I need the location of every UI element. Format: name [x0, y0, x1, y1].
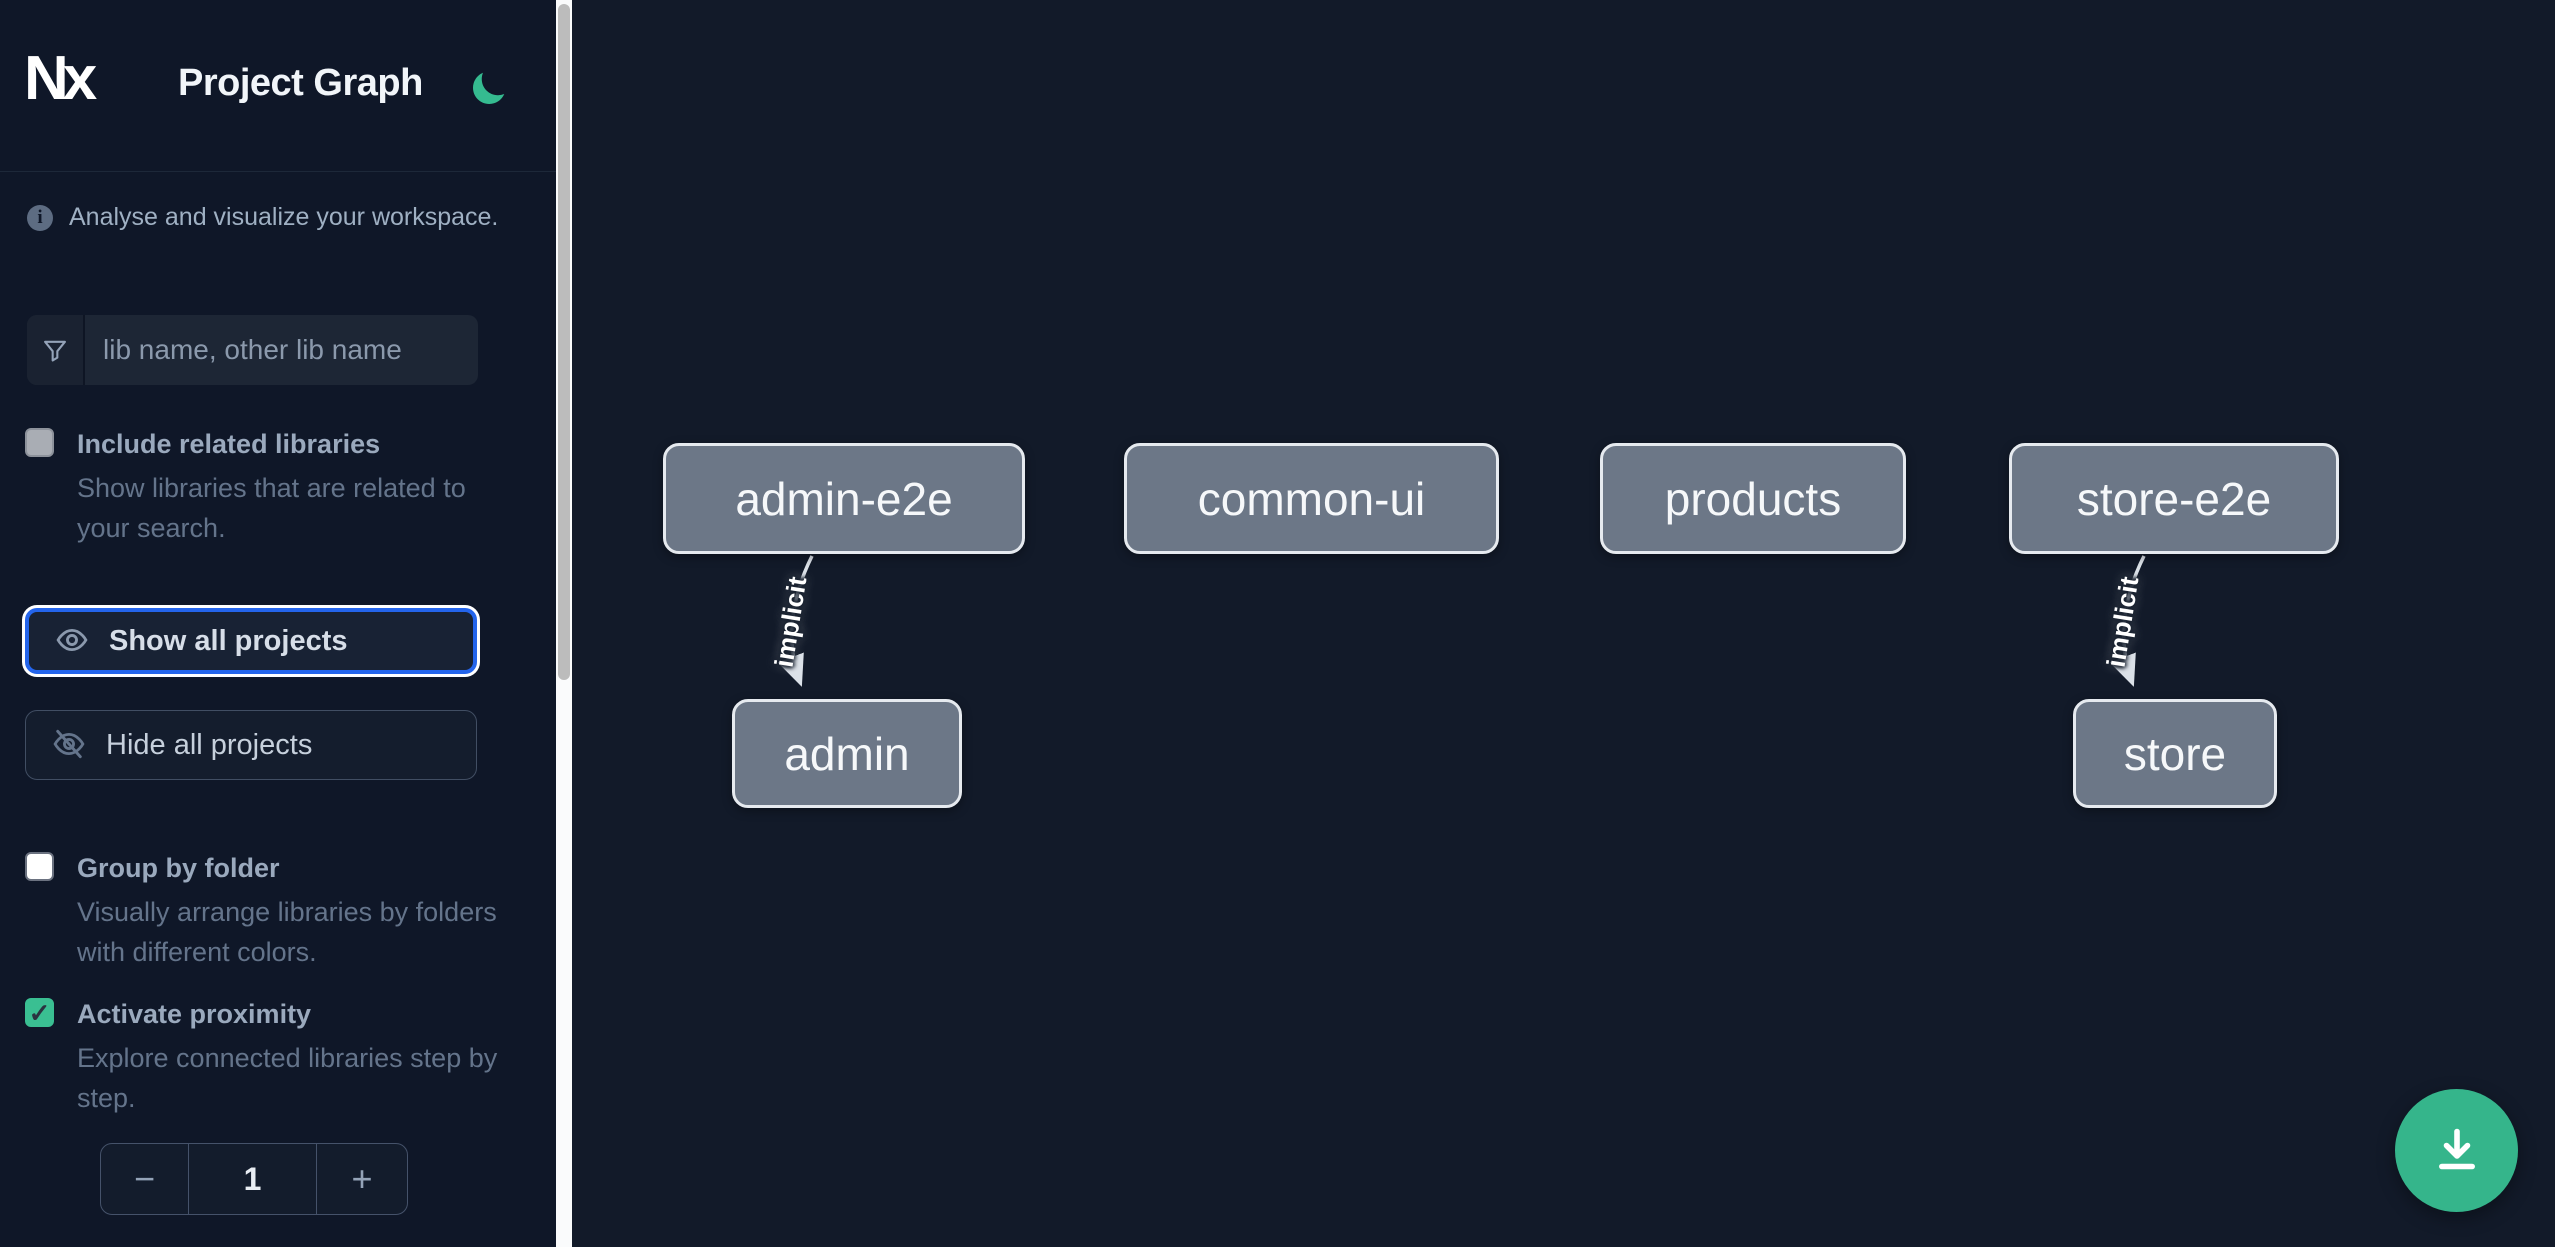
- project-node-store-e2e[interactable]: store-e2e: [2009, 443, 2339, 554]
- hide-all-projects-button[interactable]: Hide all projects: [25, 710, 477, 780]
- info-circle-icon: i: [27, 204, 53, 231]
- proximity-stepper: − 1 +: [100, 1143, 408, 1215]
- activate-proximity-checkbox[interactable]: ✓: [25, 998, 54, 1027]
- proximity-value: 1: [243, 1160, 262, 1197]
- show-all-projects-label: Show all projects: [109, 624, 348, 657]
- proximity-decrement-button[interactable]: −: [101, 1144, 189, 1214]
- project-node-common-ui[interactable]: common-ui: [1124, 443, 1499, 554]
- nx-logo-text: Nx: [24, 44, 97, 113]
- search-input[interactable]: [85, 315, 478, 385]
- sidebar-scrollbar[interactable]: [556, 0, 572, 1247]
- project-node-products[interactable]: products: [1600, 443, 1906, 554]
- edge-admin-e2e-to-admin[interactable]: [777, 555, 814, 687]
- project-node-admin[interactable]: admin: [732, 699, 962, 808]
- include-related-checkbox[interactable]: [25, 428, 54, 457]
- dependency-edges: [777, 555, 2146, 687]
- workspace-tagline: Analyse and visualize your workspace.: [69, 203, 499, 231]
- edge-store-e2e-to-store[interactable]: [2109, 555, 2146, 687]
- group-by-folder-label: Group by folder: [77, 853, 280, 883]
- page-title: Project Graph: [178, 62, 423, 104]
- activate-proximity-label: Activate proximity: [77, 999, 312, 1029]
- hide-all-projects-label: Hide all projects: [106, 728, 313, 761]
- funnel-filter-icon: [27, 315, 85, 385]
- group-by-folder-description: Visually arrange libraries by folders wi…: [77, 897, 497, 967]
- download-graph-button[interactable]: [2395, 1089, 2518, 1212]
- checkmark-icon: ✓: [28, 997, 51, 1028]
- eye-icon: [55, 623, 89, 660]
- eye-slash-icon: [52, 727, 86, 764]
- sidebar-header: Nx Project Graph: [0, 0, 556, 172]
- activate-proximity-description: Explore connected libraries step by step…: [77, 1043, 498, 1113]
- search-filter: [27, 315, 478, 385]
- project-node-store[interactable]: store: [2073, 699, 2277, 808]
- include-related-description: Show libraries that are related to your …: [77, 473, 466, 543]
- group-by-folder-checkbox[interactable]: [25, 852, 54, 881]
- workspace-tagline-row: i Analyse and visualize your workspace.: [27, 203, 532, 232]
- nx-logo: Nx: [24, 48, 97, 110]
- graph-canvas[interactable]: implicit implicit admin-e2e common-ui pr…: [572, 0, 2555, 1247]
- download-icon: [2429, 1121, 2485, 1180]
- project-node-admin-e2e[interactable]: admin-e2e: [663, 443, 1025, 554]
- sidebar-scrollbar-thumb[interactable]: [558, 4, 570, 680]
- moon-icon: [468, 72, 508, 112]
- proximity-increment-button[interactable]: +: [316, 1144, 407, 1214]
- theme-toggle-button[interactable]: [466, 68, 510, 112]
- include-related-label: Include related libraries: [77, 429, 381, 459]
- sidebar: Nx Project Graph i Analyse and visualize…: [0, 0, 556, 1247]
- show-all-projects-button[interactable]: Show all projects: [25, 608, 477, 674]
